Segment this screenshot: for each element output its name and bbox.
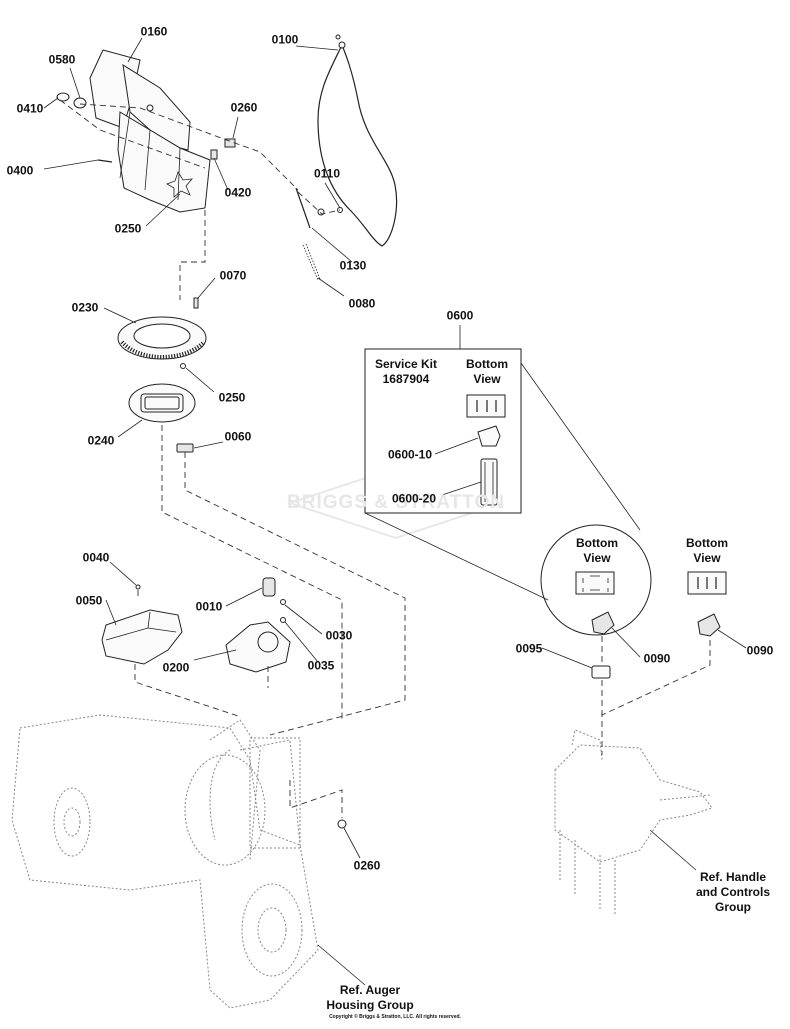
motor-cover-0050	[101, 609, 183, 665]
label-0050: 0050	[75, 593, 103, 608]
label-0240: 0240	[87, 433, 115, 448]
label-0260-lower: 0260	[353, 858, 381, 873]
auger-housing-ghost	[11, 714, 347, 1009]
label-0600-20: 0600-20	[391, 491, 437, 506]
label-0250-upper: 0250	[114, 221, 142, 236]
label-0600: 0600	[446, 308, 474, 323]
label-0160: 0160	[140, 24, 168, 39]
label-0090-right: 0090	[746, 643, 774, 658]
switch-0090-right	[697, 613, 721, 637]
label-0080: 0080	[348, 296, 376, 311]
assembly-dashed-lines	[59, 99, 711, 818]
label-0100: 0100	[271, 32, 299, 47]
label-0600-10: 0600-10	[387, 447, 433, 462]
watermark-text: BRIGGS & STRATTON	[287, 492, 505, 513]
motor-0200	[135, 577, 291, 673]
label-0110: 0110	[313, 166, 341, 181]
deflector-star-decal	[166, 171, 193, 198]
switch-0090-left	[591, 611, 615, 635]
copyright-notice: Copyright © Briggs & Stratton, LLC. All …	[329, 1014, 461, 1020]
chute-control-cable-0100	[317, 34, 398, 247]
service-kit-bottom-view: Bottom View	[466, 357, 508, 386]
handle-controls-ghost	[554, 729, 713, 915]
label-0130: 0130	[339, 258, 367, 273]
label-0410: 0410	[16, 101, 44, 116]
label-0260-upper: 0260	[230, 100, 258, 115]
label-0010: 0010	[195, 599, 223, 614]
label-0400: 0400	[6, 163, 34, 178]
label-0095: 0095	[515, 641, 543, 656]
bottom-view-right-label: Bottom View	[686, 536, 728, 565]
chute-base-plate-0240	[128, 383, 196, 423]
bottom-view-right	[687, 571, 727, 595]
label-0070: 0070	[219, 268, 247, 283]
label-0200: 0200	[162, 660, 190, 675]
label-0090-left: 0090	[643, 651, 671, 666]
label-0060: 0060	[224, 429, 252, 444]
label-0040: 0040	[82, 550, 110, 565]
chute-rotation-gear-0230	[117, 297, 207, 369]
ref-auger-housing-label: Ref. Auger Housing Group	[326, 983, 414, 1012]
upper-deflector-0160	[89, 49, 211, 213]
switch-0095	[591, 665, 611, 679]
label-0035: 0035	[307, 658, 335, 673]
label-0580: 0580	[48, 52, 76, 67]
label-0420: 0420	[224, 185, 252, 200]
label-0030: 0030	[325, 628, 353, 643]
label-0230: 0230	[71, 300, 99, 315]
service-kit-title: Service Kit 1687904	[374, 357, 438, 386]
bottom-view-circle-label: Bottom View	[576, 536, 618, 565]
label-0250-lower: 0250	[218, 390, 246, 405]
ref-handle-controls-label: Ref. Handle and Controls Group	[696, 870, 770, 914]
service-kit-box	[364, 348, 522, 514]
clip-0060	[176, 443, 194, 453]
bottom-view-circle	[540, 524, 652, 636]
leader-lines	[43, 37, 747, 986]
